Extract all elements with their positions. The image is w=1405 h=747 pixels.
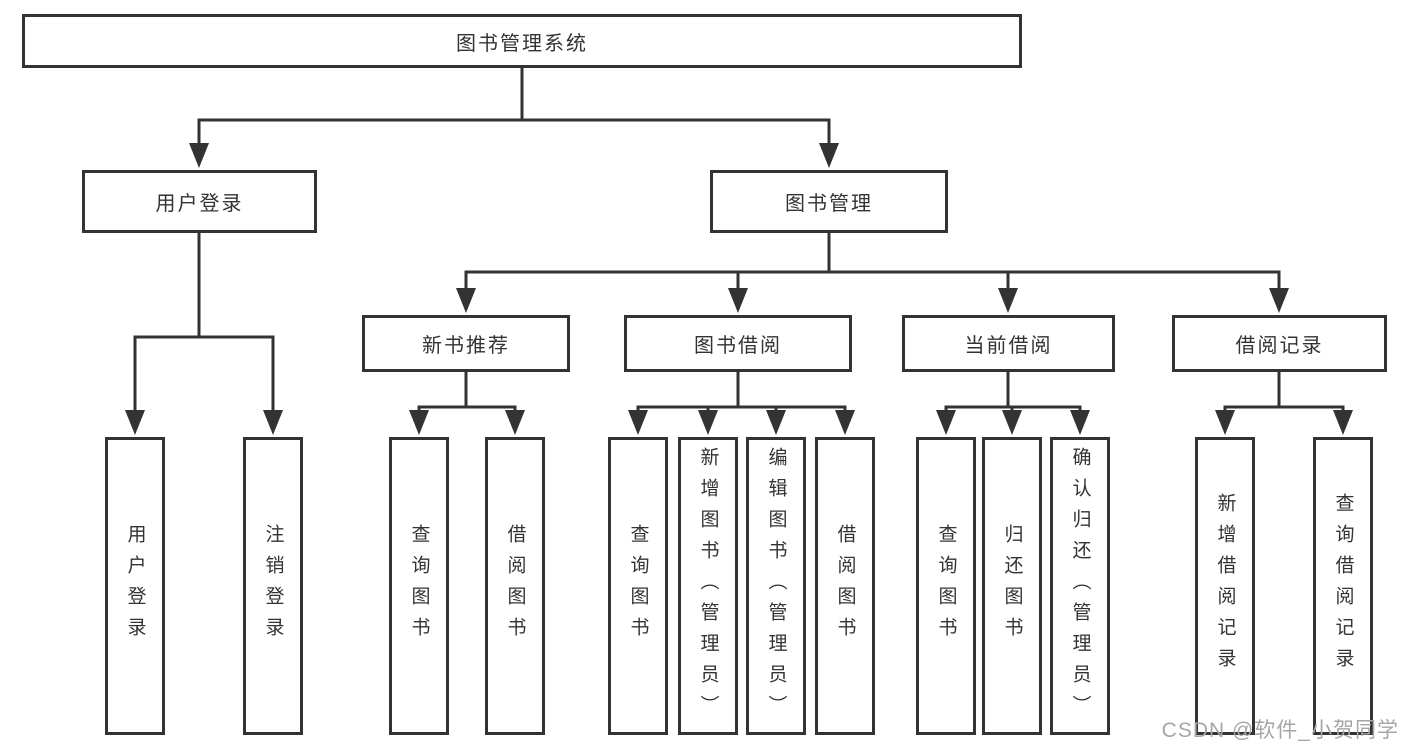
node-book-mgmt: 图书管理 <box>710 170 948 233</box>
node-current-borrow-label: 当前借阅 <box>964 335 1053 357</box>
node-borrow-records-label: 借阅记录 <box>1235 335 1324 357</box>
leaf-logout: 注销登录 <box>243 437 303 735</box>
arrowheads <box>125 143 1353 435</box>
leaf-add-books-admin-label: 新增图书（管理员） <box>697 446 719 726</box>
leaf-edit-books-admin: 编辑图书（管理员） <box>746 437 806 735</box>
connector-new-book-rec-branch <box>417 370 517 414</box>
connector-book-mgmt-to-level3 <box>464 231 1281 292</box>
leaf-borrow-books-rec-label: 借阅图书 <box>504 524 526 648</box>
leaf-add-books-admin: 新增图书（管理员） <box>678 437 738 735</box>
leaf-query-books-rec: 查询图书 <box>389 437 449 735</box>
node-root: 图书管理系统 <box>22 14 1022 68</box>
leaf-query-books: 查询图书 <box>608 437 668 735</box>
node-new-book-rec: 新书推荐 <box>362 315 570 372</box>
leaf-query-borrow-record-label: 查询借阅记录 <box>1332 493 1354 679</box>
csdn-watermark: CSDN @软件_小贺同学 <box>1161 719 1399 742</box>
leaf-query-books-label: 查询图书 <box>627 524 649 648</box>
connector-user-login-branch <box>133 231 275 414</box>
node-root-label: 图书管理系统 <box>456 32 588 55</box>
leaf-return-books: 归还图书 <box>982 437 1042 735</box>
connector-borrow-records-branch <box>1223 370 1345 414</box>
leaf-edit-books-admin-label: 编辑图书（管理员） <box>765 446 787 726</box>
leaf-borrow-books-rec: 借阅图书 <box>485 437 545 735</box>
leaf-add-borrow-record-label: 新增借阅记录 <box>1214 493 1236 679</box>
leaf-query-borrow-record: 查询借阅记录 <box>1313 437 1373 735</box>
leaf-confirm-return-admin: 确认归还（管理员） <box>1050 437 1110 735</box>
leaf-confirm-return-admin-label: 确认归还（管理员） <box>1069 446 1091 726</box>
node-user-login-label: 用户登录 <box>155 193 244 215</box>
leaf-borrow-books-label: 借阅图书 <box>834 524 856 648</box>
leaf-query-books-rec-label: 查询图书 <box>408 524 430 648</box>
leaf-user-login-label: 用户登录 <box>124 524 146 648</box>
leaf-user-login: 用户登录 <box>105 437 165 735</box>
leaf-return-books-label: 归还图书 <box>1001 524 1023 648</box>
connector-root-to-level2 <box>197 66 831 147</box>
leaf-add-borrow-record: 新增借阅记录 <box>1195 437 1255 735</box>
connector-current-borrow-branch <box>944 370 1082 414</box>
node-user-login: 用户登录 <box>82 170 317 233</box>
node-borrow-records: 借阅记录 <box>1172 315 1387 372</box>
leaf-query-books-current-label: 查询图书 <box>935 524 957 648</box>
node-book-borrow-label: 图书借阅 <box>694 335 782 357</box>
node-current-borrow: 当前借阅 <box>902 315 1115 372</box>
connector-book-borrow-branch <box>636 370 847 414</box>
node-book-mgmt-label: 图书管理 <box>785 193 873 215</box>
node-book-borrow: 图书借阅 <box>624 315 852 372</box>
leaf-query-books-current: 查询图书 <box>916 437 976 735</box>
node-new-book-rec-label: 新书推荐 <box>422 335 510 357</box>
leaf-borrow-books: 借阅图书 <box>815 437 875 735</box>
leaf-logout-label: 注销登录 <box>262 524 284 648</box>
